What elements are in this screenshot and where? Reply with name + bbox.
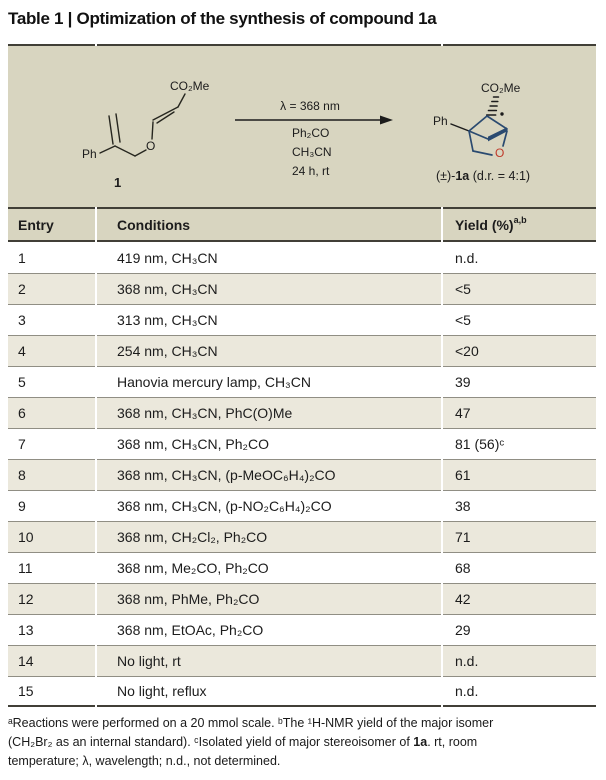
cell-yield: 38 [443,490,596,521]
header-conditions: Conditions [97,207,441,242]
cell-conditions: 368 nm, CH₂Cl₂, Ph₂CO [97,521,441,552]
cell-entry: 10 [8,521,95,552]
cell-conditions: 368 nm, CH₃CN [97,273,441,304]
cell-conditions: 313 nm, CH₃CN [97,304,441,335]
atom-label-co2me: CO₂Me [170,79,210,93]
cell-conditions: 368 nm, EtOAc, Ph₂CO [97,614,441,645]
product-atom-label-co2me: CO₂Me [481,81,521,95]
reagent-line-3: 24 h, rt [292,164,330,178]
product-label-prefix: (±)- [436,169,456,183]
cell-yield: 47 [443,397,596,428]
bold-wedge-bond [488,127,507,142]
header-entry: Entry [8,207,95,242]
reaction-scheme: Ph O CO₂Me 1 λ = 368 nm Ph₂CO CH₃CN 24 h… [8,46,596,207]
cell-conditions: 368 nm, CH₃CN, (p-NO₂C₆H₄)₂CO [97,490,441,521]
cell-entry: 12 [8,583,95,614]
cell-yield: 42 [443,583,596,614]
cell-yield: 71 [443,521,596,552]
table-footnote: ᵃReactions were performed on a 20 mmol s… [8,714,583,771]
header-yield-superscript: a,b [513,214,527,225]
cell-yield: <5 [443,304,596,335]
cell-conditions: 368 nm, CH₃CN, (p-MeOC₆H₄)₂CO [97,459,441,490]
cell-entry: 11 [8,552,95,583]
cell-yield: <5 [443,273,596,304]
cell-conditions: 254 nm, CH₃CN [97,335,441,366]
footnote-line-2b: . rt, room [427,735,478,749]
cell-entry: 13 [8,614,95,645]
cell-yield: 61 [443,459,596,490]
reagent-line-2: CH₃CN [292,145,332,159]
header-yield: Yield (%)a,b [443,207,596,242]
cell-conditions: No light, rt [97,645,441,676]
top-rule [8,44,596,46]
cell-entry: 5 [8,366,95,397]
cell-conditions: 368 nm, PhMe, Ph₂CO [97,583,441,614]
footnote-line-2a: (CH₂Br₂ as an internal standard). ᶜIsola… [8,735,414,749]
cell-entry: 9 [8,490,95,521]
cell-conditions: 419 nm, CH₃CN [97,242,441,273]
cell-yield: 29 [443,614,596,645]
cell-conditions: 368 nm, Me₂CO, Ph₂CO [97,552,441,583]
arrow-wavelength-label: λ = 368 nm [280,99,340,113]
reactant-structure: Ph O CO₂Me 1 [82,79,210,190]
paper-table-figure: Table 1 | Optimization of the synthesis … [8,0,596,771]
product-atom-label-ph: Ph [433,114,448,128]
cell-yield: n.d. [443,676,596,707]
atom-label-o: O [146,139,155,153]
cell-entry: 7 [8,428,95,459]
header-yield-text: Yield (%) [455,216,514,233]
footnote-line-1: ᵃReactions were performed on a 20 mmol s… [8,716,494,730]
reactant-number-label: 1 [114,175,121,190]
cell-entry: 3 [8,304,95,335]
cell-entry: 8 [8,459,95,490]
cell-conditions: Hanovia mercury lamp, CH₃CN [97,366,441,397]
arrow-reagents: Ph₂CO CH₃CN 24 h, rt [292,124,332,181]
cell-conditions: No light, reflux [97,676,441,707]
cell-entry: 2 [8,273,95,304]
reaction-arrow [235,115,393,125]
table-title: Table 1 | Optimization of the synthesis … [8,9,437,28]
product-structure: Ph O CO₂Me [433,81,521,160]
footnote-line-3: temperature; λ, wavelength; n.d., not de… [8,754,281,768]
stereocenter-dot [500,112,504,116]
cell-entry: 15 [8,676,95,707]
cell-yield: 68 [443,552,596,583]
cell-yield: n.d. [443,242,596,273]
product-label-suffix: (d.r. = 4:1) [469,169,531,183]
cell-entry: 14 [8,645,95,676]
reagent-line-1: Ph₂CO [292,126,330,140]
cell-yield: <20 [443,335,596,366]
table-header-row: Entry Conditions Yield (%)a,b [8,207,596,242]
product-label-bold: 1a [455,169,470,183]
cell-entry: 6 [8,397,95,428]
footnote-compound-bold: 1a [413,735,428,749]
cell-conditions: 368 nm, CH₃CN, PhC(O)Me [97,397,441,428]
product-atom-label-o: O [495,146,504,160]
cell-yield: 81 (56)ᶜ [443,428,596,459]
product-number-label: (±)-1a (d.r. = 4:1) [436,169,530,183]
cell-conditions: 368 nm, CH₃CN, Ph₂CO [97,428,441,459]
cell-yield: 39 [443,366,596,397]
cell-entry: 1 [8,242,95,273]
atom-label-ph: Ph [82,147,97,161]
cell-yield: n.d. [443,645,596,676]
cell-entry: 4 [8,335,95,366]
